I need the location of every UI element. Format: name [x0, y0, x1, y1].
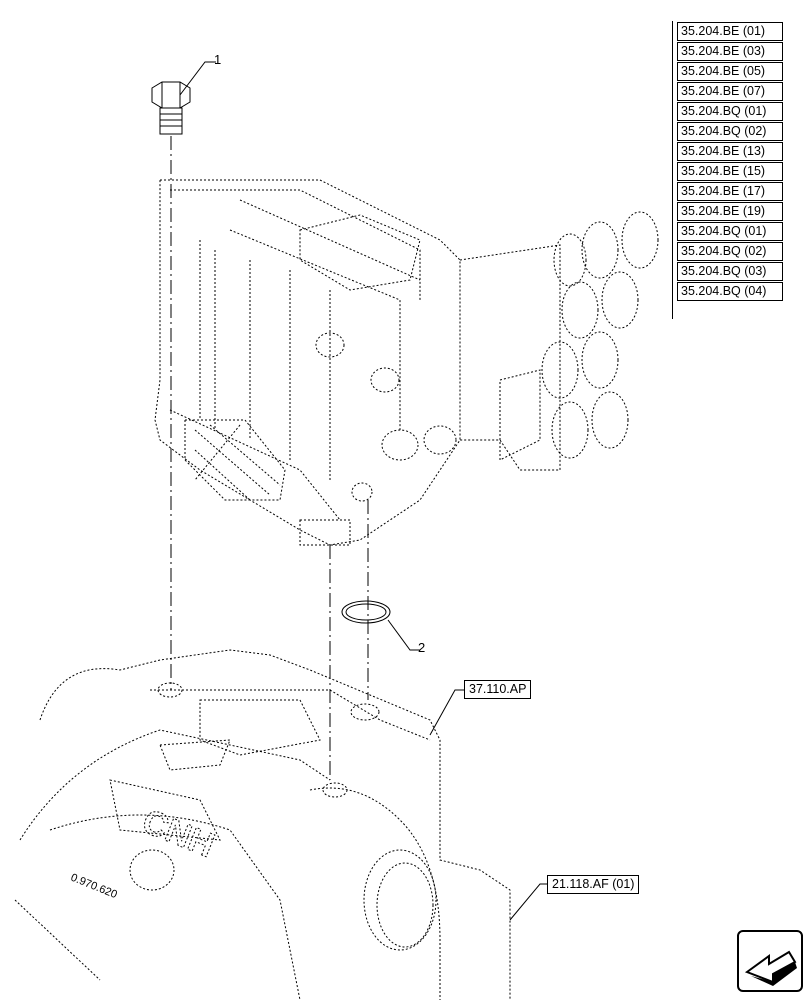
reference-link[interactable]: 35.204.BQ (01): [677, 222, 783, 241]
reference-bracket: [672, 21, 677, 319]
item-number-2: 2: [418, 640, 426, 655]
reference-link[interactable]: 35.204.BE (13): [677, 142, 783, 161]
brand-emboss: CNH: [137, 802, 220, 865]
code-emboss: 0.970.620: [69, 872, 119, 901]
reference-link[interactable]: 35.204.BQ (02): [677, 122, 783, 141]
reference-link[interactable]: 35.204.BQ (02): [677, 242, 783, 261]
reference-link[interactable]: 35.204.BQ (01): [677, 102, 783, 121]
reference-link[interactable]: 35.204.BE (19): [677, 202, 783, 221]
reference-link[interactable]: 35.204.BQ (03): [677, 262, 783, 281]
o-ring-part: [341, 600, 391, 624]
arrow-icon: [744, 950, 797, 986]
transmission-housing: [14, 649, 511, 1000]
reference-link[interactable]: 35.204.BE (15): [677, 162, 783, 181]
reference-list: 35.204.BE (01) 35.204.BE (03) 35.204.BE …: [677, 22, 783, 302]
lower-reference-link[interactable]: 21.118.AF (01): [547, 875, 640, 894]
reference-link[interactable]: 35.204.BE (07): [677, 82, 783, 101]
valve-block: [154, 179, 461, 546]
bolt-part: [151, 81, 191, 135]
reference-link[interactable]: 35.204.BE (05): [677, 62, 783, 81]
coupler-bank: [459, 211, 659, 471]
reference-link[interactable]: 35.204.BE (01): [677, 22, 783, 41]
reference-link[interactable]: 35.204.BE (17): [677, 182, 783, 201]
reference-link[interactable]: 35.204.BE (03): [677, 42, 783, 61]
item-number-1: 1: [214, 52, 222, 67]
reference-link[interactable]: 35.204.BQ (04): [677, 282, 783, 301]
previous-page-arrow-icon[interactable]: [737, 930, 803, 992]
housing-reference-link[interactable]: 37.110.AP: [464, 680, 532, 699]
